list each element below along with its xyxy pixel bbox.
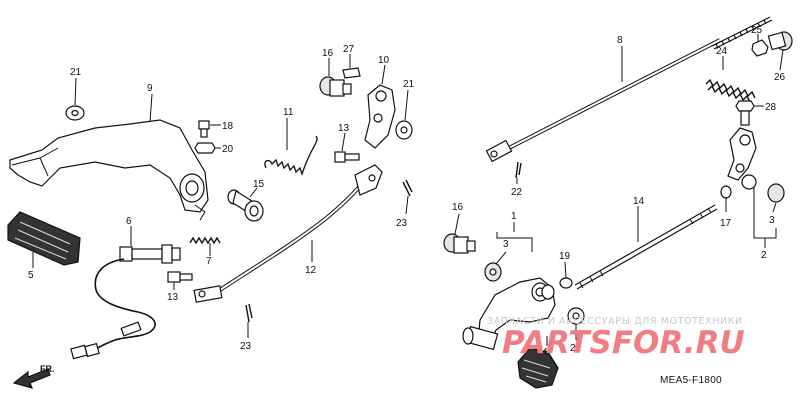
callout-4: 4 (542, 347, 548, 358)
watermark-site: PARTSFOR.RU (502, 325, 745, 361)
callout-19: 19 (559, 251, 571, 262)
nut-25 (751, 39, 769, 57)
collar-3-lower (484, 262, 502, 282)
brake-rod-12 (193, 164, 383, 303)
callout-12: 12 (305, 265, 317, 276)
callout-2: 2 (761, 250, 767, 261)
cotter-pin-23-upper (402, 179, 413, 197)
washer-21-mid (395, 120, 413, 140)
collar-16-lower (443, 233, 476, 254)
spring-7 (189, 236, 221, 245)
washer-19 (559, 277, 573, 289)
callout-1: 1 (511, 211, 517, 222)
callout-3-right: 3 (769, 215, 775, 226)
callout-16-upper: 16 (322, 48, 334, 59)
callout-16-lower: 16 (452, 202, 464, 213)
callout-8: 8 (617, 35, 623, 46)
front-direction-label: FR. (40, 364, 55, 374)
callout-22: 22 (511, 187, 523, 198)
callout-23-lower: 23 (240, 341, 252, 352)
bolt-13-mid (334, 151, 360, 163)
collar-16-upper (319, 76, 352, 97)
washer-21-left (65, 105, 85, 121)
shift-rod-8 (485, 16, 773, 163)
callout-10: 10 (378, 55, 390, 66)
shift-pedal-4 (462, 277, 556, 351)
washer-17 (720, 185, 732, 199)
brake-arm-10 (364, 84, 396, 149)
brake-pedal-9 (9, 119, 209, 221)
spring-24 (705, 78, 756, 103)
rod-end-26 (767, 31, 793, 51)
callout-23-upper: 23 (396, 218, 408, 229)
bolt-13-lower (167, 271, 193, 283)
callout-26: 26 (774, 72, 786, 83)
callout-17: 17 (720, 218, 732, 229)
watermark-caption: ЗАПЧАСТИ И АКСЕССУАРЫ ДЛЯ МОТОТЕХНИКИ (487, 316, 743, 327)
bolt-18 (198, 120, 210, 138)
shift-pedal-rubber (517, 347, 559, 389)
nut-20 (194, 142, 216, 154)
collar-3-right (741, 174, 785, 203)
spring-11 (264, 135, 318, 177)
bolt-28 (735, 100, 755, 126)
front-direction-arrow: FR. (12, 364, 55, 389)
callout-3-lower: 3 (503, 239, 509, 250)
callout-27: 27 (343, 44, 355, 55)
callout-20: 20 (222, 144, 234, 155)
callout-9: 9 (147, 83, 153, 94)
cotter-pin-22 (515, 161, 522, 179)
callout-25: 25 (751, 25, 763, 36)
callout-13-lower: 13 (167, 292, 179, 303)
clip-27 (342, 67, 361, 79)
cotter-pin-23-lower (245, 303, 253, 323)
callout-7: 7 (206, 256, 212, 267)
callout-11: 11 (283, 107, 294, 118)
callout-5: 5 (28, 270, 34, 281)
tie-rod-14 (574, 204, 718, 290)
callout-18: 18 (222, 121, 234, 132)
callout-28: 28 (765, 102, 777, 113)
callout-24: 24 (716, 46, 728, 57)
callout-21-mid: 21 (403, 79, 415, 90)
shift-arm (727, 127, 757, 181)
callout-13-mid: 13 (338, 123, 350, 134)
callout-14: 14 (633, 196, 645, 207)
footrest-rubber-5 (7, 211, 81, 266)
callout-15: 15 (253, 179, 265, 190)
brake-switch-6 (70, 244, 181, 360)
diagram-code: MEA5-F1800 (660, 375, 722, 386)
callout-6: 6 (126, 216, 132, 227)
callout-21-left: 21 (70, 67, 82, 78)
pivot-bolt-15 (227, 189, 264, 222)
callout-21-lower: 21 (570, 343, 582, 354)
